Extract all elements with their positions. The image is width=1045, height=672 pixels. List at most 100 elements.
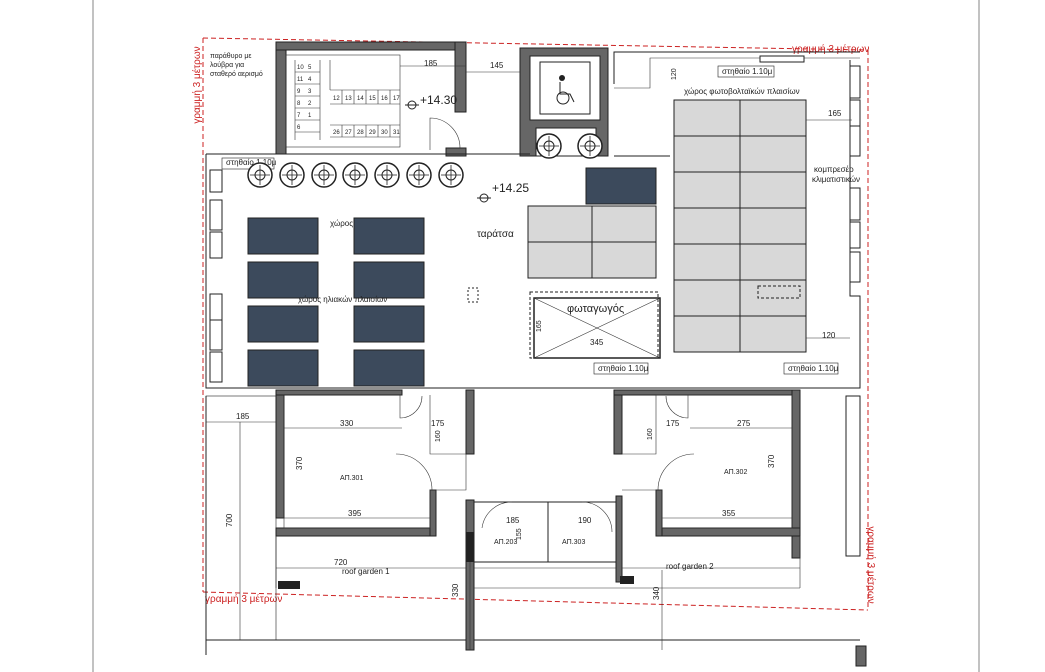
apt303-door	[581, 501, 613, 533]
apt302-label: ΑΠ.302	[724, 469, 747, 476]
left-garden-strip	[205, 395, 277, 641]
fan-icon	[438, 162, 464, 188]
ac-unit	[209, 231, 223, 259]
solar-collector	[247, 217, 319, 255]
ac-unit	[209, 351, 223, 383]
pv-panel	[739, 99, 807, 137]
apt302-wall-left	[613, 389, 623, 455]
ac-unit	[849, 251, 861, 283]
stair-treads	[294, 60, 400, 140]
louvre-note-line-2: λούβρα για	[210, 61, 244, 69]
right-parapet-wall	[845, 395, 861, 557]
dim-145: 145	[490, 61, 504, 70]
pv-panel	[673, 315, 741, 353]
lightwell-cross-b	[533, 297, 661, 359]
lightwell	[533, 297, 661, 359]
step-number: 12	[333, 96, 340, 102]
pv-panel	[527, 241, 593, 279]
step-number: 14	[357, 96, 364, 102]
apt301-wall-right	[465, 389, 475, 455]
level-terrace: +14.25	[492, 181, 529, 195]
step-number: 3	[308, 89, 312, 95]
step-number: 10	[297, 65, 304, 71]
upper-parapet-wall	[613, 51, 860, 84]
dim-160b: 160	[647, 428, 654, 440]
dim-175-a: 175	[431, 419, 445, 428]
dim-165v: 165	[536, 320, 543, 332]
apt303-label: ΑΠ.303	[562, 539, 585, 546]
elevator-inner	[539, 61, 591, 115]
parapet-label-a-box	[717, 65, 775, 78]
dim-185c: 185	[506, 516, 520, 525]
setback-label-bottom: γραμμή 3 μέτρων	[205, 593, 282, 605]
step-number: 2	[308, 101, 312, 107]
pv-panel	[591, 205, 657, 243]
ac-unit	[209, 319, 223, 351]
solar-collector	[353, 261, 425, 299]
fan-icon	[406, 162, 432, 188]
dim-120b: 120	[822, 331, 836, 340]
level-stair: +14.30	[420, 93, 457, 107]
apt301-door-entry	[395, 453, 433, 491]
parapet-label-a: στηθαίο 1.10μ	[722, 67, 773, 76]
setback-label-left: γραμμή 3 μέτρων	[191, 46, 203, 123]
parapet-label-b: στηθαίο 1.10μ	[226, 158, 277, 167]
parapet-label-c: στηθαίο 1.10μ	[598, 364, 649, 373]
stair-door	[429, 117, 461, 150]
step-number: 29	[369, 130, 376, 136]
apt301-wall-top	[275, 389, 403, 396]
pv-panel	[739, 207, 807, 245]
step-number: 8	[297, 101, 301, 107]
stair-wall-top	[275, 41, 467, 51]
apt302-wall-inner	[615, 495, 623, 583]
dim-330v: 330	[451, 583, 460, 597]
pv-panel	[739, 243, 807, 281]
pv-panel	[673, 99, 741, 137]
central-column-dark	[466, 532, 474, 562]
pv-panel	[673, 243, 741, 281]
pv-panel	[673, 171, 741, 209]
step-number: 28	[357, 130, 364, 136]
dim-330: 330	[340, 419, 354, 428]
fan-icon	[247, 162, 273, 188]
pv-panel	[739, 315, 807, 353]
step-number: 5	[308, 65, 312, 71]
apt301-wall-inner	[429, 489, 437, 537]
garden1-label: roof garden 1	[342, 567, 390, 576]
step-number: 26	[333, 130, 340, 136]
step-number: 9	[297, 89, 301, 95]
solar-collector	[247, 261, 319, 299]
pv-panel	[527, 205, 593, 243]
setback-line-top	[202, 37, 869, 51]
setback-label-top: γραμμή 3 μέτρων	[792, 43, 869, 55]
dim-160a: 160	[435, 430, 442, 442]
solar-area-label-2: χώρος ηλιακών πλαισίων	[298, 295, 387, 304]
stair-door-jamb	[445, 147, 467, 157]
upper-parapet-vent	[759, 55, 805, 63]
central-apts-outline	[473, 502, 617, 563]
dim-345: 345	[590, 338, 604, 347]
pv-hatch	[757, 285, 801, 299]
apt302-door-entry	[657, 453, 695, 491]
ac-unit	[849, 125, 861, 157]
ac-label-1: κομπρεσέρ	[814, 165, 854, 174]
solar-collector-top	[585, 167, 657, 205]
terrace-label: ταράτσα	[477, 228, 514, 240]
apt302-wall-inner-b	[655, 489, 663, 537]
solar-collector	[353, 349, 425, 387]
apt302-wall-bottom	[655, 527, 801, 537]
setback-line-bottom	[202, 591, 869, 611]
step-number: 17	[393, 96, 400, 102]
stair-step-numbers: 10 11 9 8 7 6 5 4 3 2 1 12 13 14 15 16 1…	[297, 65, 400, 136]
fan-icon	[311, 162, 337, 188]
fan-icon	[577, 133, 603, 159]
step-number: 31	[393, 130, 400, 136]
pv-panel	[739, 171, 807, 209]
ac-unit	[209, 199, 223, 231]
ac-unit	[849, 65, 861, 99]
ac-unit	[849, 187, 861, 221]
stair-wall-right	[454, 41, 467, 113]
parapet-label-b-box	[221, 157, 275, 170]
step-number: 16	[381, 96, 388, 102]
pv-panel	[673, 207, 741, 245]
